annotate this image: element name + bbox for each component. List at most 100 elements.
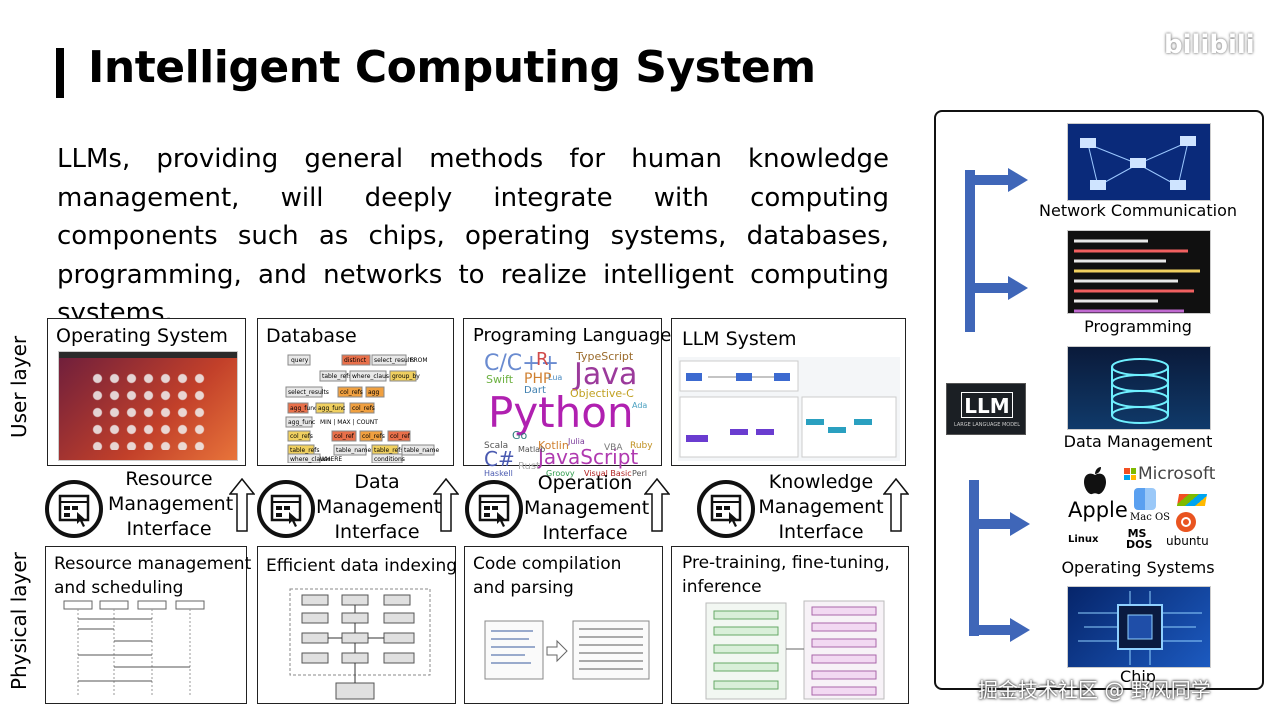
data-management-caption: Data Management (1063, 432, 1213, 451)
apple-icon (1084, 467, 1106, 495)
db-token: agg_func (290, 405, 317, 412)
lang-word: Perl (632, 469, 647, 478)
msdos-label: MS DOS (1126, 527, 1153, 551)
lang-word: TypeScript (576, 350, 634, 363)
lang-word: PHP (524, 371, 552, 387)
up-arrow-icon (229, 478, 255, 532)
transformer-diagram (705, 600, 885, 700)
data-management-image (1067, 346, 1211, 430)
chip-icon (1078, 591, 1202, 665)
scheduling-sequence-diagram (63, 600, 205, 697)
programming-image (1067, 230, 1211, 314)
physical-box-title: Pre-training, fine-tuning,inference (682, 553, 890, 597)
interface-line: Operation (537, 472, 633, 494)
interface-line: Management (524, 497, 650, 519)
lang-word: Ada (632, 401, 648, 410)
up-arrow-icon (644, 478, 670, 532)
lang-word: Ruby (630, 441, 653, 451)
programming-caption: Programming (1084, 317, 1192, 336)
db-token: col_refs (290, 433, 313, 440)
interface-icon (465, 480, 523, 538)
chip-caption: Chip (1120, 667, 1156, 686)
interface-icon (45, 480, 103, 538)
user-box-llm-system: LLM System (671, 318, 906, 466)
db-token: col_ref (390, 433, 411, 440)
llm-logo-subtitle: LARGE LANGUAGE MODEL (953, 422, 1020, 428)
bottom-bracket-arrows (969, 480, 1030, 642)
intro-paragraph: LLMs, providing general methods for huma… (57, 144, 889, 328)
db-token: distinct (344, 357, 367, 364)
physical-box-title: Efficient data indexing (266, 556, 458, 576)
llm-training-diagram (678, 357, 900, 461)
microsoft-label: Microsoft (1138, 464, 1216, 484)
network-graph-icon (1080, 136, 1196, 190)
interface-line: Data (354, 471, 400, 493)
interface-line: Management (108, 493, 234, 515)
db-token: agg_func (318, 405, 345, 412)
interface-line: Knowledge (768, 471, 874, 493)
lang-word: Kotlin (538, 439, 569, 452)
lang-word: Go (512, 429, 528, 442)
db-token: col_refs (352, 405, 375, 412)
interface-line: Interface (778, 521, 864, 543)
juejin-watermark: 掘金技术社区 @ 野风同学 (978, 678, 1211, 702)
lang-word: Objective-C (570, 387, 634, 400)
language-word-cloud: C/C++ R TypeScript Java Swift PHP Object… (470, 349, 656, 478)
user-box-programming-language: Programing Language C/C++ R TypeScript J… (463, 318, 671, 478)
interface-line: Management (316, 496, 442, 518)
title-accent-bar (56, 48, 64, 98)
user-box-operating-system: Operating System (47, 318, 246, 466)
lang-word: Haskell (484, 469, 513, 478)
user-box-title: Operating System (56, 325, 228, 347)
lang-word: VBA (604, 443, 623, 453)
page-title: Intelligent Computing System (88, 42, 816, 93)
lang-word: Groovy (546, 469, 575, 478)
user-box-title: LLM System (682, 328, 797, 350)
db-token: col_refs (362, 433, 385, 440)
llm-logo-text: LLM (961, 392, 1013, 418)
desktop-screenshot (58, 351, 238, 461)
apple-label: Apple (1068, 498, 1128, 522)
lang-word: Julia (568, 437, 585, 446)
lang-word: Dart (524, 385, 546, 396)
bilibili-watermark: bilibili (1164, 30, 1255, 60)
lang-word: Matlab (518, 445, 546, 454)
db-token: conditions (374, 456, 405, 463)
llm-logo: LLM LARGE LANGUAGE MODEL (946, 383, 1026, 435)
interface-line: Interface (542, 522, 628, 544)
lang-word: Rust (518, 461, 540, 472)
db-token: col_ref (334, 433, 355, 440)
compilation-diagram (484, 620, 650, 680)
top-bracket-arrows (965, 168, 1028, 332)
user-box-title: Programing Language (473, 325, 672, 346)
db-token: query (291, 357, 309, 364)
interface-icon (697, 480, 755, 538)
db-token: col_refs (340, 389, 363, 396)
lang-word: Python (488, 388, 634, 437)
macos-label: Mac OS (1130, 512, 1171, 523)
physical-box-data-indexing: Efficient data indexing (257, 546, 458, 704)
db-token: group_by (392, 373, 420, 380)
db-token: select_results (288, 389, 329, 396)
db-token: table_name (404, 447, 440, 454)
ubuntu-icon (1176, 512, 1196, 532)
user-box-database: Database query distinct select_results F… (257, 318, 454, 466)
physical-box-training: Pre-training, fine-tuning,inference (671, 546, 909, 704)
lang-word: Visual Basic (584, 469, 632, 478)
interface-icon (257, 480, 315, 538)
db-token: table_refs (290, 447, 319, 454)
interface-line: Resource (125, 468, 213, 490)
database-stack-icon (1111, 358, 1169, 424)
ubuntu-label: ubuntu (1166, 534, 1209, 548)
db-token: MIN | MAX | COUNT (320, 419, 378, 426)
dbms-architecture-diagram (289, 588, 431, 700)
operating-systems-caption: Operating Systems (1061, 558, 1215, 577)
user-layer-label: User layer (7, 335, 31, 438)
mac-finder-icon (1134, 488, 1156, 510)
